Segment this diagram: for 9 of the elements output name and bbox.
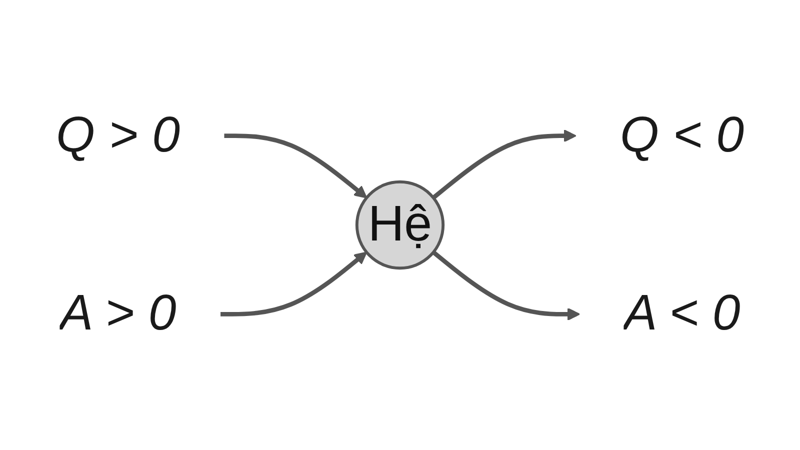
node-text: Q > 0 <box>56 107 180 164</box>
node-circle: Hệ <box>355 180 445 270</box>
node-text: Q < 0 <box>620 107 744 164</box>
arrow <box>432 250 580 321</box>
node-text: A < 0 <box>624 285 740 342</box>
arrow <box>224 134 368 198</box>
arrow <box>432 129 576 200</box>
node-text: A > 0 <box>60 285 176 342</box>
arrow <box>220 252 368 316</box>
